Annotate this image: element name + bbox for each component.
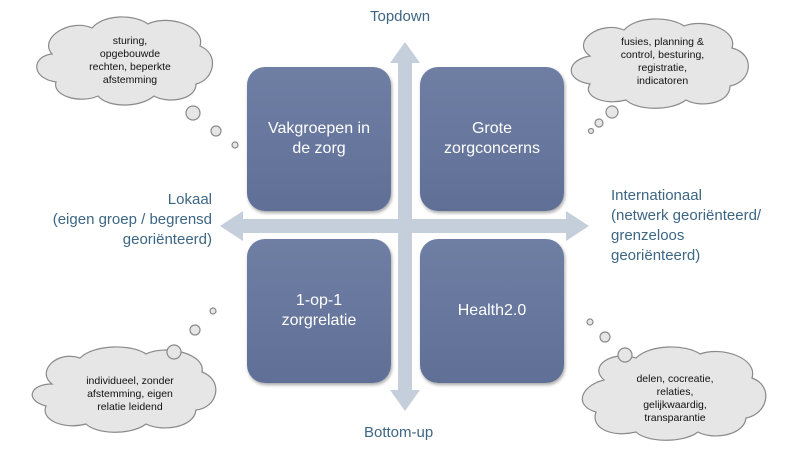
axis-label-right: Internationaal (netwerk georiënteerd/ gr… — [611, 187, 762, 264]
cloud-top-right-text: fusies, planning & control, besturing, r… — [620, 36, 705, 87]
cloud-top-left — [36, 16, 239, 149]
cloud-top-right — [570, 18, 749, 135]
axis-label-bottom: Bottom-up — [364, 424, 434, 441]
cloud-bottom-left — [31, 307, 217, 433]
horizontal-arrow — [220, 211, 589, 241]
quadrant-bottom-left-label: 1-op-1 zorgrelatie — [281, 292, 357, 329]
quadrant-bottom-left: 1-op-1 zorgrelatie — [247, 239, 391, 383]
cloud-bottom-left-text: individueel, zonder afstemming, eigen re… — [86, 375, 174, 413]
cloud-bottom-right — [581, 318, 767, 441]
axis-arrows — [220, 42, 589, 411]
quadrant-top-left-label: Vakgroepen in de zorg — [268, 120, 370, 157]
quadrant-top-right: Grote zorgconcerns — [420, 67, 564, 211]
cloud-top-left-text: sturing, opgebouwde rechten, beperkte af… — [89, 35, 171, 86]
axis-label-top: Topdown — [370, 8, 431, 25]
cloud-bottom-right-text: delen, cocreatie, relaties, gelijkwaardi… — [636, 373, 714, 424]
quadrant-top-left: Vakgroepen in de zorg — [247, 67, 391, 211]
axis-label-left: Lokaal (eigen groep / begrensd georiënte… — [52, 191, 212, 248]
quadrant-bottom-right: Health2.0 — [420, 239, 564, 383]
quadrant-top-right-label: Grote zorgconcerns — [443, 120, 541, 157]
quadrant-bottom-right-label: Health2.0 — [457, 302, 527, 319]
